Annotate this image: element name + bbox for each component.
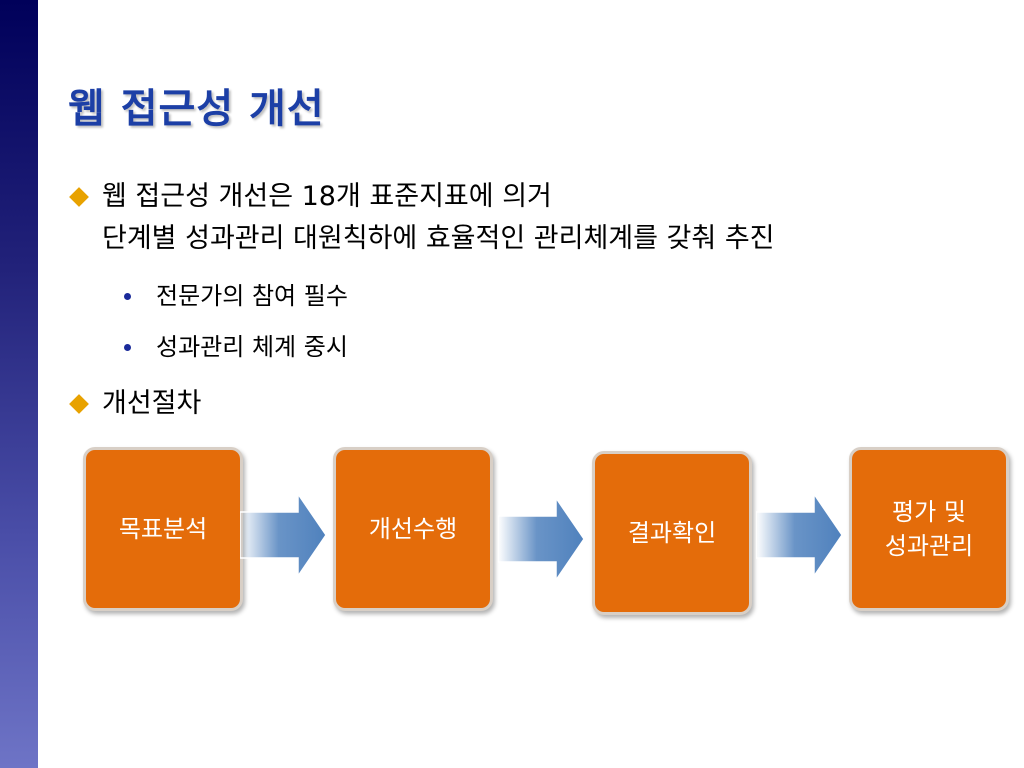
slide-title: 웹 접근성 개선 bbox=[68, 86, 325, 132]
sub-bullet-item-2: 성과관리 체계 중시 bbox=[124, 330, 348, 364]
left-accent-band bbox=[0, 0, 38, 768]
arrow-right-icon bbox=[498, 495, 585, 583]
arrow-right-icon bbox=[756, 491, 843, 579]
bullet-1-line-1: 웹 접근성 개선은 18개 표준지표에 의거 bbox=[102, 181, 552, 212]
dot-bullet-icon bbox=[124, 293, 131, 300]
process-step-2: 개선수행 bbox=[333, 447, 493, 611]
sub-bullet-item-1: 전문가의 참여 필수 bbox=[124, 279, 348, 313]
process-step-3: 결과확인 bbox=[592, 451, 752, 615]
process-step-4: 평가 및 성과관리 bbox=[849, 447, 1009, 611]
bullet-item-2: 개선절차 bbox=[69, 383, 202, 425]
arrow-right-icon bbox=[240, 491, 327, 579]
bullet-2-line-1: 개선절차 bbox=[102, 388, 202, 419]
sub-bullet-1-text: 전문가의 참여 필수 bbox=[156, 282, 348, 310]
process-step-1: 목표분석 bbox=[83, 447, 243, 611]
bullet-1-line-2: 단계별 성과관리 대원칙하에 효율적인 관리체계를 갖춰 추진 bbox=[102, 223, 775, 254]
diamond-bullet-icon bbox=[69, 187, 89, 207]
dot-bullet-icon bbox=[124, 344, 131, 351]
sub-bullet-2-text: 성과관리 체계 중시 bbox=[156, 333, 348, 361]
diamond-bullet-icon bbox=[69, 394, 89, 414]
bullet-item-1: 웹 접근성 개선은 18개 표준지표에 의거 단계별 성과관리 대원칙하에 효율… bbox=[69, 176, 775, 260]
